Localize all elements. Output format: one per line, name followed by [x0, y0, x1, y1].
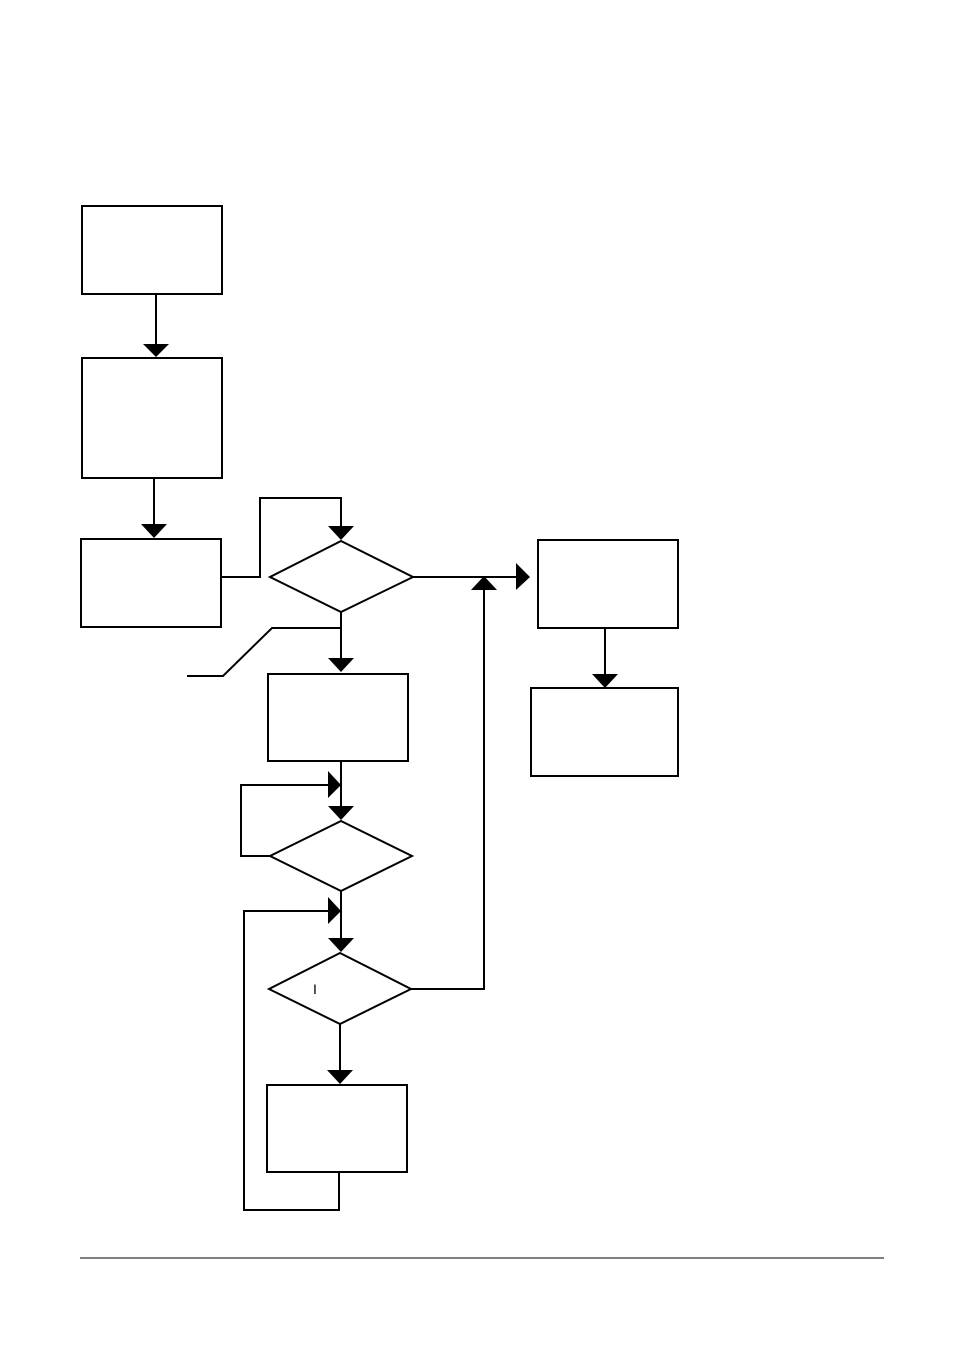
- connector-decision3-box6: [411, 590, 485, 990]
- arrowhead-down: [328, 806, 354, 820]
- process-box-2: [81, 357, 223, 479]
- arrowhead-right: [328, 897, 341, 924]
- arrowhead-down: [592, 674, 618, 688]
- connector-decision2-loop: [240, 784, 329, 857]
- arrowhead-down: [141, 524, 167, 538]
- arrowhead-down: [328, 938, 354, 952]
- process-box-6: [537, 539, 679, 629]
- decision-diamond-3: [266, 951, 414, 1026]
- arrowhead-right: [328, 771, 341, 798]
- arrowhead-down: [328, 658, 354, 672]
- process-box-3: [80, 538, 222, 628]
- arrowhead-down: [143, 344, 169, 357]
- arrowhead-right: [516, 563, 530, 590]
- arrowhead-down: [328, 526, 354, 540]
- connector-box3-decision1: [222, 497, 342, 578]
- arrowhead-up: [471, 576, 497, 590]
- callout-leader-line: [187, 627, 341, 677]
- arrowhead-down: [327, 1070, 353, 1084]
- decision-diamond-2: [267, 819, 415, 893]
- decision-3-mark: I: [313, 981, 317, 997]
- process-box-4: [267, 673, 409, 762]
- connector-box5-loop: [243, 910, 340, 1211]
- process-box-1: [81, 205, 223, 295]
- decision-diamond-1: [267, 539, 416, 614]
- process-box-5: [266, 1084, 408, 1173]
- process-box-7: [530, 687, 679, 777]
